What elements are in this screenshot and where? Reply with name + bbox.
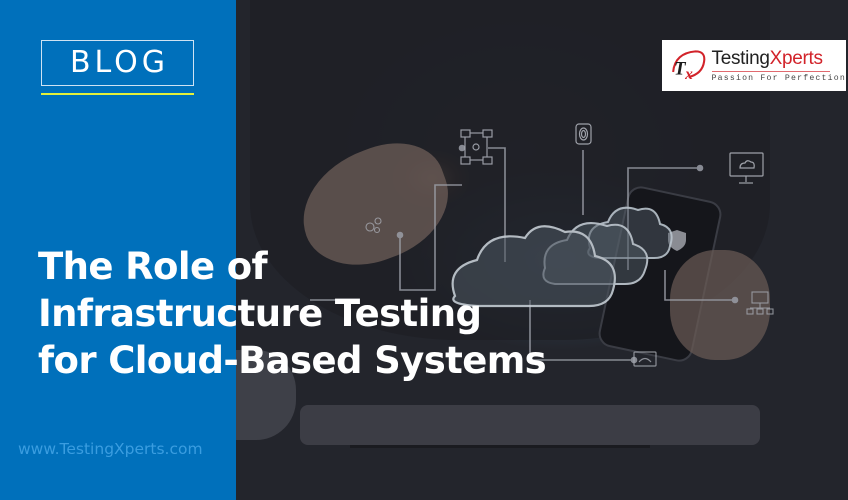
logo-wordmark: TestingXperts [711, 47, 824, 69]
headline: The Role of Infrastructure Testing for C… [38, 243, 547, 384]
blog-category-label: BLOG [69, 45, 170, 80]
website-url: www.TestingXperts.com [18, 440, 203, 458]
cloud-icon [451, 206, 673, 308]
logo-divider [711, 70, 830, 72]
headline-line-3: for Cloud-Based Systems [38, 339, 547, 382]
headline-line-2: Infrastructure Testing [38, 292, 482, 335]
logo-tagline: Passion For Perfection [711, 73, 846, 83]
folder-network-icon [746, 291, 774, 315]
keyboard-shadow [350, 445, 650, 448]
testingxperts-logo: T x TestingXperts Passion For Perfection [662, 40, 846, 91]
person-arm [236, 350, 296, 440]
laptop-icon [633, 351, 657, 367]
person-hand-right [670, 250, 770, 360]
tx-monogram-icon: T x [672, 49, 706, 82]
network-nodes-icon [460, 129, 493, 165]
bubbles-icon [365, 217, 382, 234]
blog-underline [41, 93, 194, 95]
keyboard [300, 405, 760, 445]
svg-text:x: x [684, 65, 693, 82]
blue-side-panel [0, 0, 236, 500]
headline-line-1: The Role of [38, 245, 268, 288]
svg-text:T: T [674, 58, 687, 79]
blog-category-badge: BLOG [41, 40, 194, 86]
monitor-cloud-icon [729, 152, 764, 184]
fingerprint-icon [575, 123, 592, 145]
